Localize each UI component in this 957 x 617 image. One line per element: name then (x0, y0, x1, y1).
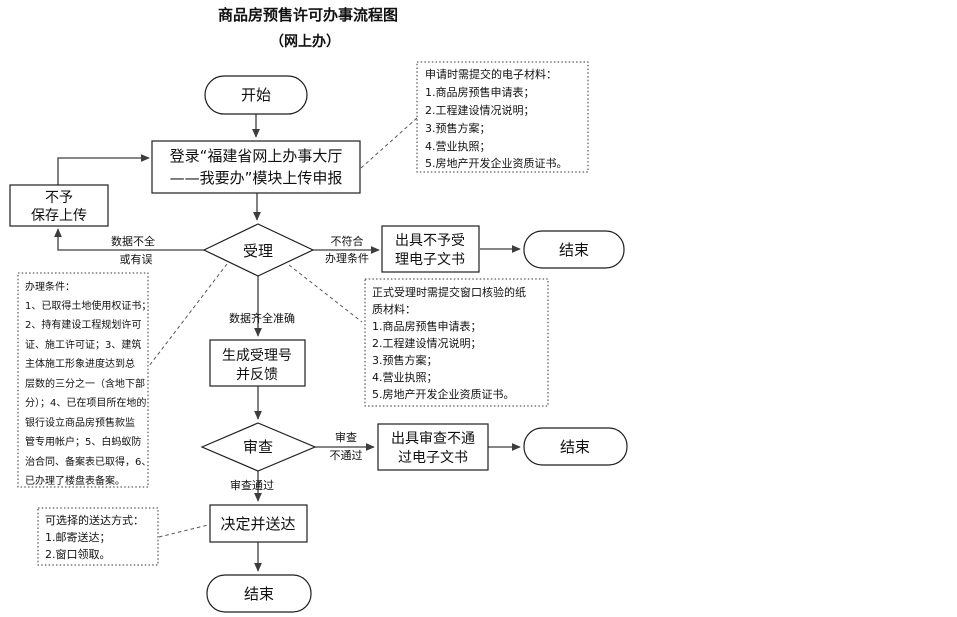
review-fail-doc-label-line2: 过电子文书 (398, 450, 468, 466)
note-conditions-line: 层数的三分之一（含地下部 (25, 377, 145, 390)
login-label-line1: 登录“福建省网上办事大厅 (170, 147, 343, 165)
note-conditions-line: 银行设立商品房预售款监 (25, 416, 135, 429)
note-paper-materials (364, 278, 549, 407)
review-label: 审查 (243, 438, 273, 456)
note-conditions (17, 272, 149, 488)
note-electronic-line: 4.营业执照； (425, 139, 491, 153)
connector-accept-conditions-note (148, 263, 228, 367)
review-decision-diamond (200, 422, 317, 472)
note-electronic-line: 2.工程建设情况说明； (425, 103, 535, 117)
note-paper-line: 质材料： (372, 302, 416, 316)
reject-doc-label-line1: 出具不予受 (395, 233, 465, 249)
label-review-pass: 审查通过 (230, 478, 274, 492)
decide-label: 决定并送达 (220, 515, 295, 533)
login-label-line2: ——我要办”模块上传申报 (170, 169, 343, 187)
end-top-label: 结束 (559, 241, 589, 259)
reject-doc-node (381, 225, 480, 273)
no-save-label-line2: 保存上传 (31, 208, 87, 224)
note-paper-line: 1.商品房预售申请表； (372, 319, 482, 333)
note-conditions-line: 2、持有建设工程规划许可 (25, 318, 141, 331)
end-mid-node (523, 427, 628, 466)
label-review-fail-line1: 审查 (335, 430, 357, 444)
connector-accept-paper-note (288, 264, 363, 323)
label-data-complete: 数据齐全准确 (229, 311, 295, 325)
note-conditions-line: 证、施工许可证；3、建筑 (25, 338, 141, 351)
accept-decision-diamond (202, 223, 315, 277)
label-not-qualified-line2: 办理条件 (325, 251, 369, 265)
note-delivery-line: 可选择的送达方式： (45, 513, 144, 527)
note-conditions-line: 办理条件： (25, 280, 75, 293)
note-electronic-line: 1.商品房预售申请表； (425, 85, 535, 99)
note-conditions-line: 治合同、备案表已取得，6、 (25, 455, 151, 468)
page-subtitle: （网上办） (270, 33, 340, 50)
reject-doc-label-line2: 理电子文书 (395, 252, 465, 268)
end-top-node (523, 230, 625, 269)
note-delivery-line: 2.窗口领取。 (45, 547, 111, 561)
connector-delivery-note-decide (158, 524, 209, 538)
start-node (204, 75, 308, 115)
note-conditions-line: 1、已取得土地使用权证书； (25, 299, 151, 312)
connector-login-electronic-note (360, 117, 418, 169)
review-fail-doc-node (377, 423, 489, 471)
gen-number-label-line1: 生成受理号 (222, 348, 292, 364)
page-title: 商品房预售许可办事流程图 (218, 6, 398, 24)
gen-number-label-line2: 并反馈 (236, 367, 278, 383)
note-delivery-options (37, 507, 159, 566)
accept-label: 受理 (243, 242, 273, 260)
no-save-label-line1: 不予 (45, 190, 73, 206)
note-conditions-line: 主体施工形象进度达到总 (25, 357, 135, 370)
note-electronic-line: 5.房地产开发企业资质证书。 (425, 156, 568, 170)
note-conditions-line: 分）；4、已在项目所在地的 (25, 396, 146, 409)
note-paper-line: 正式受理时需提交窗口核验的纸 (372, 285, 526, 299)
end-bottom-node (206, 574, 312, 613)
note-electronic-materials (416, 61, 589, 173)
note-conditions-line: 管专用帐户；5、白蚂蚁防 (25, 435, 141, 448)
label-not-qualified-line1: 不符合 (331, 234, 364, 248)
start-label: 开始 (241, 86, 271, 104)
label-review-fail-line2: 不通过 (330, 449, 363, 462)
label-data-incomplete-line2: 或有误 (120, 252, 153, 266)
review-fail-doc-label-line1: 出具审查不通 (391, 431, 475, 447)
edge-accept-nosave (54, 228, 204, 251)
note-paper-line: 4.营业执照； (372, 370, 438, 384)
note-electronic-line: 申请时需提交的电子材料： (425, 67, 557, 81)
end-bottom-label: 结束 (244, 585, 274, 603)
end-mid-label: 结束 (560, 438, 590, 456)
no-save-node (9, 184, 109, 227)
gen-number-node (209, 339, 306, 387)
note-electronic-line: 3.预售方案； (425, 121, 491, 135)
login-node (151, 140, 361, 194)
decide-node (209, 504, 308, 543)
note-paper-line: 3.预售方案； (372, 353, 438, 367)
note-conditions-line: 已办理了楼盘表备案。 (25, 474, 125, 487)
note-delivery-line: 1.邮寄送达； (45, 530, 111, 544)
note-paper-line: 5.房地产开发企业资质证书。 (372, 387, 515, 401)
edge-nosave-login (57, 154, 150, 185)
note-paper-line: 2.工程建设情况说明； (372, 336, 482, 350)
label-data-incomplete-line1: 数据不全 (111, 234, 155, 248)
